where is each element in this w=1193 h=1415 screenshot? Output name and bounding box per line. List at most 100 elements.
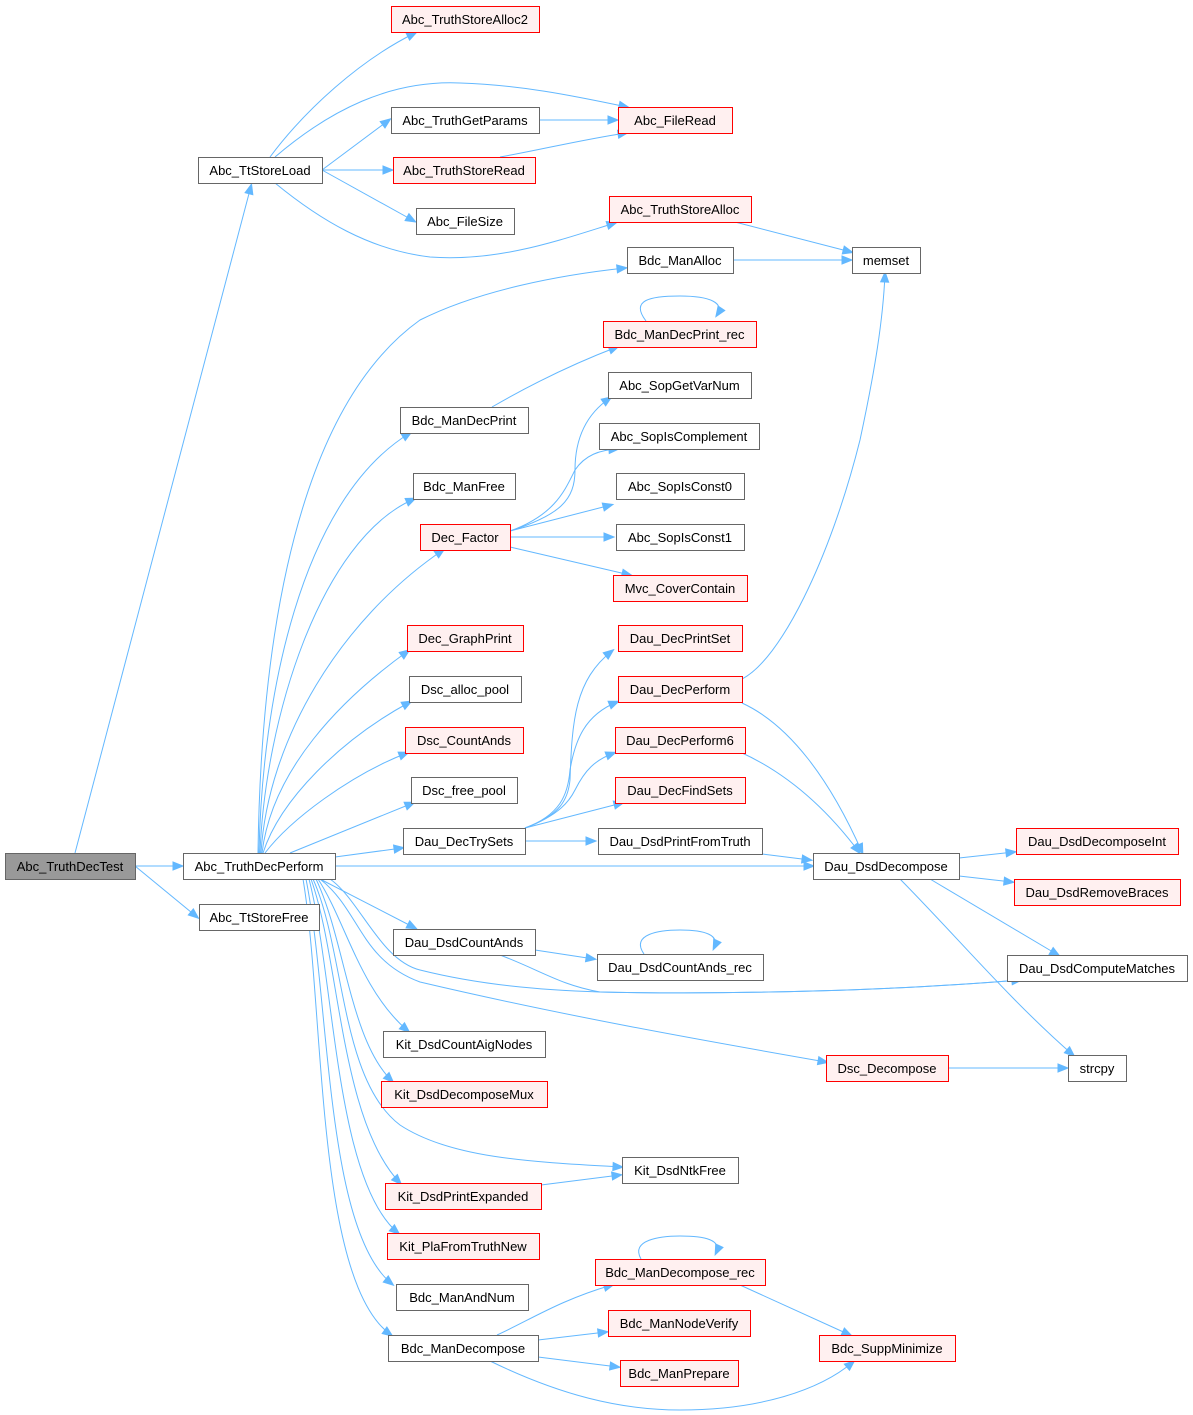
node-box[interactable] <box>616 524 745 551</box>
node-Abc_TtStoreFree[interactable]: Abc_TtStoreFree <box>199 904 320 931</box>
node-box[interactable] <box>393 157 536 184</box>
node-box[interactable] <box>405 727 524 754</box>
node-box[interactable] <box>618 107 733 134</box>
node-box[interactable] <box>1016 828 1179 855</box>
node-Dau_DsdComputeMatches[interactable]: Dau_DsdComputeMatches <box>1007 955 1188 982</box>
node-Bdc_ManAlloc[interactable]: Bdc_ManAlloc <box>627 247 734 274</box>
node-Abc_SopIsConst0[interactable]: Abc_SopIsConst0 <box>616 473 745 500</box>
node-Dau_DecPerform6[interactable]: Dau_DecPerform6 <box>615 727 746 754</box>
node-Abc_SopIsConst1[interactable]: Abc_SopIsConst1 <box>616 524 745 551</box>
node-box[interactable] <box>400 407 529 434</box>
node-box[interactable] <box>403 828 526 855</box>
node-box[interactable] <box>381 1081 548 1108</box>
node-Bdc_ManFree[interactable]: Bdc_ManFree <box>413 473 516 500</box>
node-Abc_TtStoreLoad[interactable]: Abc_TtStoreLoad <box>198 157 323 184</box>
node-Dsc_free_pool[interactable]: Dsc_free_pool <box>411 777 518 804</box>
node-Kit_DsdDecomposeMux[interactable]: Kit_DsdDecomposeMux <box>381 1081 548 1108</box>
node-Kit_PlaFromTruthNew[interactable]: Kit_PlaFromTruthNew <box>387 1233 540 1260</box>
node-box[interactable] <box>388 1335 539 1362</box>
node-box[interactable] <box>198 157 323 184</box>
node-box[interactable] <box>407 625 524 652</box>
node-Kit_DsdCountAigNodes[interactable]: Kit_DsdCountAigNodes <box>383 1031 546 1058</box>
node-box[interactable] <box>391 107 540 134</box>
node-Dau_DsdPrintFromTruth[interactable]: Dau_DsdPrintFromTruth <box>598 828 763 855</box>
node-Kit_DsdNtkFree[interactable]: Kit_DsdNtkFree <box>622 1157 739 1184</box>
node-Dsc_Decompose[interactable]: Dsc_Decompose <box>826 1055 949 1082</box>
node-Dau_DecPerform[interactable]: Dau_DecPerform <box>618 676 743 703</box>
node-box[interactable] <box>609 196 752 223</box>
node-box[interactable] <box>1068 1055 1127 1082</box>
node-box[interactable] <box>387 1233 540 1260</box>
node-box[interactable] <box>385 1183 542 1210</box>
node-Bdc_ManNodeVerify[interactable]: Bdc_ManNodeVerify <box>608 1310 751 1337</box>
node-Abc_TruthStoreAlloc[interactable]: Abc_TruthStoreAlloc <box>609 196 752 223</box>
node-Abc_SopIsComplement[interactable]: Abc_SopIsComplement <box>599 423 760 450</box>
node-Dau_DsdCountAnds_rec[interactable]: Dau_DsdCountAnds_rec <box>597 954 764 981</box>
node-Abc_SopGetVarNum[interactable]: Abc_SopGetVarNum <box>608 372 752 399</box>
node-box[interactable] <box>622 1157 739 1184</box>
node-box[interactable] <box>420 524 511 551</box>
node-box[interactable] <box>597 954 764 981</box>
node-box[interactable] <box>396 1284 529 1311</box>
node-box[interactable] <box>627 247 734 274</box>
node-box[interactable] <box>595 1259 766 1286</box>
node-box[interactable] <box>393 929 536 956</box>
node-box[interactable] <box>1014 879 1181 906</box>
node-box[interactable] <box>608 1310 751 1337</box>
node-box[interactable] <box>618 625 743 652</box>
node-box[interactable] <box>615 727 746 754</box>
node-box[interactable] <box>411 777 518 804</box>
node-Abc_TruthGetParams[interactable]: Abc_TruthGetParams <box>391 107 540 134</box>
node-box[interactable] <box>618 676 743 703</box>
node-memset[interactable]: memset <box>852 247 921 274</box>
node-strcpy[interactable]: strcpy <box>1068 1055 1127 1082</box>
node-box[interactable] <box>615 777 746 804</box>
node-Dau_DsdRemoveBraces[interactable]: Dau_DsdRemoveBraces <box>1014 879 1181 906</box>
node-Dau_DsdCountAnds[interactable]: Dau_DsdCountAnds <box>393 929 536 956</box>
node-Bdc_SuppMinimize[interactable]: Bdc_SuppMinimize <box>819 1335 956 1362</box>
node-Kit_DsdPrintExpanded[interactable]: Kit_DsdPrintExpanded <box>385 1183 542 1210</box>
node-box[interactable] <box>1007 955 1188 982</box>
node-box[interactable] <box>416 208 515 235</box>
node-Abc_TruthDecPerform[interactable]: Abc_TruthDecPerform <box>183 853 336 880</box>
node-Dau_DecPrintSet[interactable]: Dau_DecPrintSet <box>618 625 743 652</box>
node-box[interactable] <box>598 828 763 855</box>
node-box[interactable] <box>616 473 745 500</box>
node-Abc_TruthDecTest[interactable]: Abc_TruthDecTest <box>5 853 136 880</box>
node-Dau_DecFindSets[interactable]: Dau_DecFindSets <box>615 777 746 804</box>
node-Bdc_ManDecompose_rec[interactable]: Bdc_ManDecompose_rec <box>595 1259 766 1286</box>
node-box[interactable] <box>199 904 320 931</box>
node-box[interactable] <box>603 321 757 348</box>
node-Dsc_alloc_pool[interactable]: Dsc_alloc_pool <box>409 676 522 703</box>
node-box[interactable] <box>183 853 336 880</box>
node-box[interactable] <box>391 6 540 33</box>
node-Bdc_ManPrepare[interactable]: Bdc_ManPrepare <box>620 1360 739 1387</box>
node-Mvc_CoverContain[interactable]: Mvc_CoverContain <box>613 575 748 602</box>
node-box[interactable] <box>852 247 921 274</box>
node-Abc_TruthStoreAlloc2[interactable]: Abc_TruthStoreAlloc2 <box>391 6 540 33</box>
node-Dec_GraphPrint[interactable]: Dec_GraphPrint <box>407 625 524 652</box>
node-Bdc_ManDecPrint[interactable]: Bdc_ManDecPrint <box>400 407 529 434</box>
node-Bdc_ManDecompose[interactable]: Bdc_ManDecompose <box>388 1335 539 1362</box>
node-Bdc_ManDecPrint_rec[interactable]: Bdc_ManDecPrint_rec <box>603 321 757 348</box>
node-Dec_Factor[interactable]: Dec_Factor <box>420 524 511 551</box>
node-Dau_DsdDecomposeInt[interactable]: Dau_DsdDecomposeInt <box>1016 828 1179 855</box>
node-Abc_TruthStoreRead[interactable]: Abc_TruthStoreRead <box>393 157 536 184</box>
node-Abc_FileRead[interactable]: Abc_FileRead <box>618 107 733 134</box>
node-box[interactable] <box>5 853 136 880</box>
node-box[interactable] <box>826 1055 949 1082</box>
node-box[interactable] <box>409 676 522 703</box>
node-Abc_FileSize[interactable]: Abc_FileSize <box>416 208 515 235</box>
node-box[interactable] <box>620 1360 739 1387</box>
node-box[interactable] <box>383 1031 546 1058</box>
node-Bdc_ManAndNum[interactable]: Bdc_ManAndNum <box>396 1284 529 1311</box>
node-Dsc_CountAnds[interactable]: Dsc_CountAnds <box>405 727 524 754</box>
node-box[interactable] <box>613 575 748 602</box>
node-Dau_DsdDecompose[interactable]: Dau_DsdDecompose <box>813 853 960 880</box>
node-box[interactable] <box>599 423 760 450</box>
node-box[interactable] <box>413 473 516 500</box>
node-box[interactable] <box>608 372 752 399</box>
node-box[interactable] <box>813 853 960 880</box>
node-box[interactable] <box>819 1335 956 1362</box>
node-Dau_DecTrySets[interactable]: Dau_DecTrySets <box>403 828 526 855</box>
